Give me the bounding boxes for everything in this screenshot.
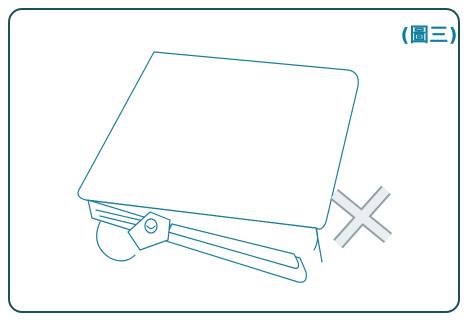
figure-label: (圖三) [400,24,458,46]
latch-button [144,218,158,234]
tablet-lid [77,51,359,230]
dock-base-slot [167,223,300,269]
charging-cable [96,221,136,262]
cross-icon [329,185,393,249]
tablet-lid-side [315,227,323,263]
latch-button-detail [146,225,156,230]
